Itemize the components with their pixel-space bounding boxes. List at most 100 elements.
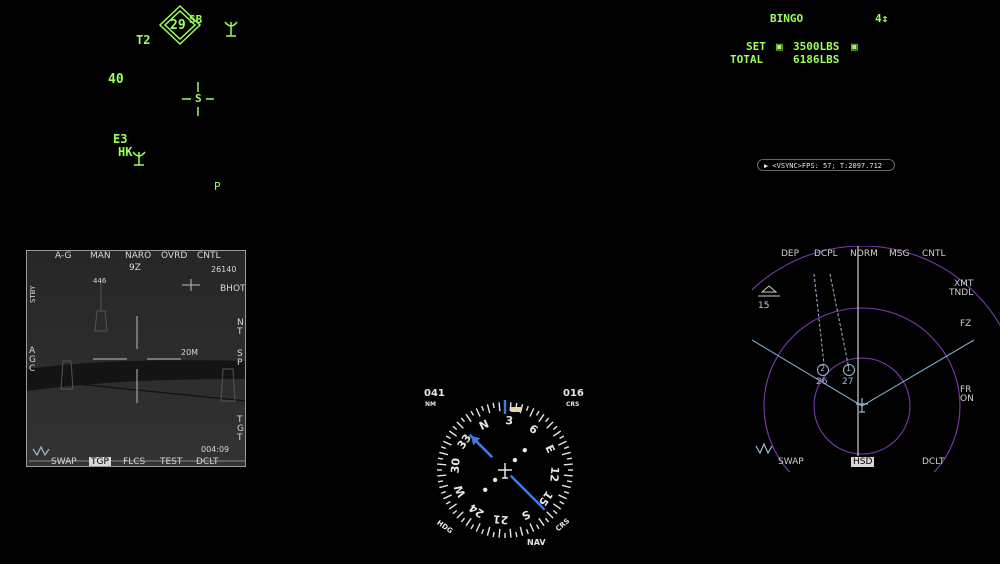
osb-bottom-3[interactable]: FLCS xyxy=(123,457,146,467)
steering-cross-icon xyxy=(182,82,214,116)
hsd-osb-top-2[interactable]: DCPL xyxy=(814,249,838,259)
hsd-osb-right-1[interactable]: XMT xyxy=(954,279,974,289)
compass-tick xyxy=(546,421,554,429)
osb-bottom-4[interactable]: TEST xyxy=(160,457,183,467)
left-osb-vertical[interactable]: STBY xyxy=(29,285,37,303)
osb-left-1[interactable]: AGC xyxy=(29,346,36,374)
compass-tick xyxy=(519,526,524,536)
osb-right-2[interactable]: SP xyxy=(237,349,243,368)
hsd-osb-right-5[interactable]: ON xyxy=(960,394,974,404)
hsi-nav-label: NAV xyxy=(527,538,546,547)
right-ddi-hsd[interactable]: DEP DCPL NORM MSG CNTL XMT TNDL FZ FR ON… xyxy=(752,246,1000,472)
osb-top-3[interactable]: NARO xyxy=(125,251,152,261)
tgp-video xyxy=(27,251,245,466)
hsd-osb-right-4[interactable]: FR xyxy=(960,385,972,395)
hsi-distance: 041 xyxy=(424,388,445,399)
compass-tick xyxy=(440,446,447,450)
compass-label: S xyxy=(520,507,533,522)
station-code: E3 xyxy=(113,132,128,146)
waypoint-tag: SB xyxy=(189,13,203,26)
hsd-osb-bottom-3[interactable]: DCLT xyxy=(922,457,945,467)
osb-bottom-1[interactable]: SWAP xyxy=(51,457,77,467)
osb-top-1[interactable]: A-G xyxy=(55,251,72,261)
osb-top-2[interactable]: MAN xyxy=(90,251,111,261)
bingo-label: BINGO xyxy=(770,12,804,25)
hsd-osb-right-3[interactable]: FZ xyxy=(960,319,972,329)
hsd-osb-top-1[interactable]: DEP xyxy=(781,249,800,259)
compass-tick xyxy=(563,490,570,494)
compass-tick xyxy=(470,524,475,530)
compass-tick xyxy=(563,474,573,477)
compass-label: 30 xyxy=(449,457,463,474)
osb-bottom-5[interactable]: DCLT xyxy=(196,457,219,467)
osb-top-5[interactable]: CNTL xyxy=(197,251,221,261)
tgp-logo-icon xyxy=(32,445,50,457)
hsd-osb-top-5[interactable]: CNTL xyxy=(922,249,946,259)
bhot-label[interactable]: BHOT xyxy=(220,284,246,294)
ownship-icon xyxy=(856,398,868,413)
compass-tick xyxy=(558,440,567,446)
compass-tick xyxy=(443,494,452,500)
compass-tick xyxy=(460,417,466,423)
steer-label: S xyxy=(195,92,202,105)
compass-tick xyxy=(498,402,501,412)
compass-tick xyxy=(563,463,573,466)
compass-tick xyxy=(440,490,447,494)
track-1-alt: 26 xyxy=(816,377,828,387)
hsd-scale-value[interactable]: 15 xyxy=(758,301,770,311)
compass-tick xyxy=(561,451,571,456)
ownship-icon xyxy=(182,279,200,291)
hsd-logo-icon xyxy=(755,442,773,455)
compass-tick xyxy=(475,408,481,417)
fuel-total-label: TOTAL xyxy=(730,53,764,66)
fuel-set-label: SET xyxy=(746,40,766,53)
to-from-flag-icon xyxy=(511,407,521,412)
compass-tick xyxy=(525,528,529,535)
hsd-osb-top-3[interactable]: NORM xyxy=(850,249,878,259)
fuel-set-box-2[interactable]: ▣ xyxy=(851,40,858,53)
compass-tick xyxy=(546,511,554,519)
compass-tick xyxy=(558,494,567,500)
compass-label: E xyxy=(542,443,557,455)
compass-tick xyxy=(486,526,491,536)
compass-label: 3 xyxy=(505,414,514,428)
deviation-dot xyxy=(522,448,527,453)
mode-letter: P xyxy=(214,180,221,193)
hsd-osb-bottom-2-selected[interactable]: HSD xyxy=(851,457,875,467)
hsi-course: 016 xyxy=(563,388,584,399)
compass-tick xyxy=(535,410,540,416)
compass-tick xyxy=(509,402,512,412)
compass-tick xyxy=(456,421,464,429)
zoom-label: 20M xyxy=(181,348,199,357)
compass-label: N xyxy=(477,417,491,433)
speed-value: 40 xyxy=(108,72,124,87)
hsd-osb-top-4[interactable]: MSG xyxy=(889,249,910,259)
fps-counter[interactable]: ▶ <VSYNC>FPS: 57; T:2097.712 xyxy=(757,159,895,171)
osb-bottom-2-selected[interactable]: TGP xyxy=(89,457,111,467)
hsd-osb-bottom-1[interactable]: SWAP xyxy=(778,457,804,467)
compass-tick xyxy=(515,531,518,538)
compass-tick xyxy=(538,413,545,423)
compass-label: W xyxy=(452,483,469,499)
compass-tick xyxy=(445,500,451,505)
hud-symbology xyxy=(132,4,238,166)
compass-tick xyxy=(535,524,540,530)
left-ddi-tgp[interactable]: A-G MAN NARO OVRD CNTL 9Z 26140 446 BHOT… xyxy=(26,250,246,467)
osb-top-4[interactable]: OVRD xyxy=(161,251,188,261)
osb-right-3[interactable]: TGT xyxy=(237,415,244,443)
compass-tick xyxy=(486,404,491,414)
compass-tick xyxy=(559,435,565,440)
bingo-arrows[interactable]: 4↕ xyxy=(875,12,889,25)
station-tag: HK xyxy=(118,145,133,159)
fuel-set-box[interactable]: ▣ xyxy=(776,40,783,53)
compass-tick xyxy=(529,408,535,417)
track-2-id: 1 xyxy=(846,364,852,373)
osb-right-1[interactable]: NT xyxy=(237,318,244,337)
track-2-alt: 27 xyxy=(842,377,854,387)
waypoint-number: 29 xyxy=(170,18,186,33)
compass-label: 21 xyxy=(492,512,508,526)
compass-tick xyxy=(465,413,472,423)
hsd-osb-right-2[interactable]: TNDL xyxy=(949,288,974,298)
hsi-distance-unit: NM xyxy=(425,401,436,408)
